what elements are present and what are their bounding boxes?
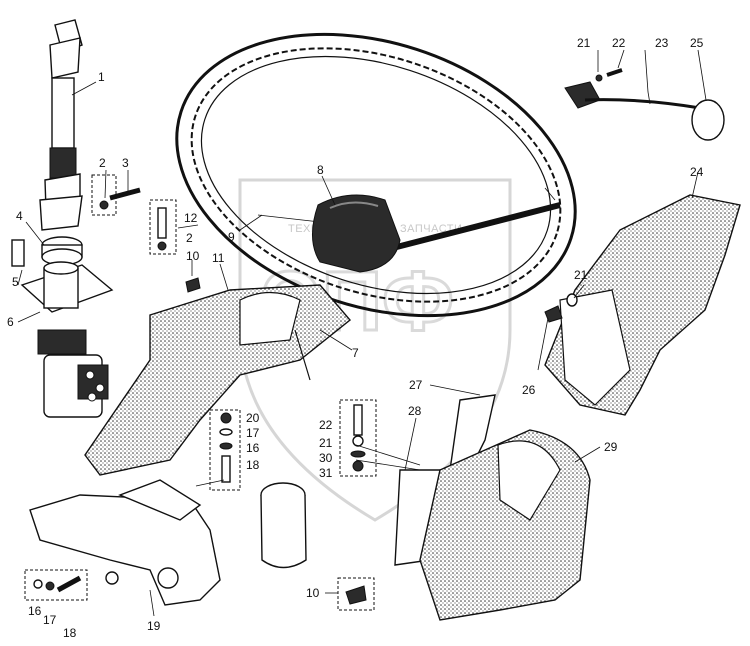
callout-7: 7 <box>352 346 359 360</box>
horn-cap <box>312 194 401 273</box>
fastener-stack-middle <box>209 409 241 491</box>
column-bracket <box>84 284 352 476</box>
callout-22-stack: 22 <box>319 418 333 432</box>
callout-18-middle: 18 <box>246 458 260 472</box>
callout-19: 19 <box>147 619 161 633</box>
callout-16-bottom: 16 <box>28 604 42 618</box>
callout-21-stack: 21 <box>319 436 333 450</box>
callout-22-lever: 22 <box>612 36 626 50</box>
mounting-plate <box>11 239 114 313</box>
callout-6: 6 <box>7 315 14 329</box>
lower-shroud <box>419 429 591 621</box>
callout-5: 5 <box>12 275 19 289</box>
callout-30: 30 <box>319 451 333 465</box>
leader-lines <box>17 49 707 617</box>
callout-4: 4 <box>16 209 23 223</box>
fastener-stack-right <box>339 399 377 477</box>
bolt-12 <box>149 199 177 255</box>
callout-10-top: 10 <box>186 249 200 263</box>
callout-9: 9 <box>228 230 235 244</box>
callout-25: 25 <box>690 36 704 50</box>
bolt-10-top <box>185 277 201 293</box>
callout-8: 8 <box>317 163 324 177</box>
callout-17-middle: 17 <box>246 426 260 440</box>
callout-labels: 1 2 3 4 5 6 7 8 9 10 10 11 12 2 16 16 17… <box>7 36 704 640</box>
fastener-stack-bottom <box>24 569 88 601</box>
callout-26: 26 <box>522 383 536 397</box>
callout-12: 12 <box>184 211 198 225</box>
callout-17-bottom: 17 <box>43 613 57 627</box>
callout-24: 24 <box>690 165 704 179</box>
callout-21-shroud: 21 <box>574 268 588 282</box>
callout-21-lever: 21 <box>577 36 591 50</box>
callout-2: 2 <box>99 156 106 170</box>
callout-20: 20 <box>246 411 260 425</box>
callout-29: 29 <box>604 440 618 454</box>
lower-bracket <box>29 479 307 606</box>
steering-shaft <box>39 19 83 231</box>
callout-28: 28 <box>408 404 422 418</box>
steering-wheel <box>175 32 577 318</box>
callout-11: 11 <box>212 251 225 265</box>
tilt-lever <box>564 68 725 141</box>
callout-18-bottom: 18 <box>63 626 77 640</box>
callout-16-middle: 16 <box>246 441 260 455</box>
bolt-10-bottom <box>337 577 375 611</box>
bolt-3 <box>91 174 141 216</box>
callout-2-lower: 2 <box>186 231 193 245</box>
upper-shroud <box>544 194 741 416</box>
callout-3: 3 <box>122 156 129 170</box>
callout-31: 31 <box>319 466 333 480</box>
watermark-shield <box>238 178 512 522</box>
callout-23: 23 <box>655 36 669 50</box>
callout-10-bottom: 10 <box>306 586 320 600</box>
steering-unit <box>37 329 109 418</box>
callout-1: 1 <box>98 70 105 84</box>
bushing-ring <box>41 236 83 266</box>
callout-27: 27 <box>409 378 423 392</box>
